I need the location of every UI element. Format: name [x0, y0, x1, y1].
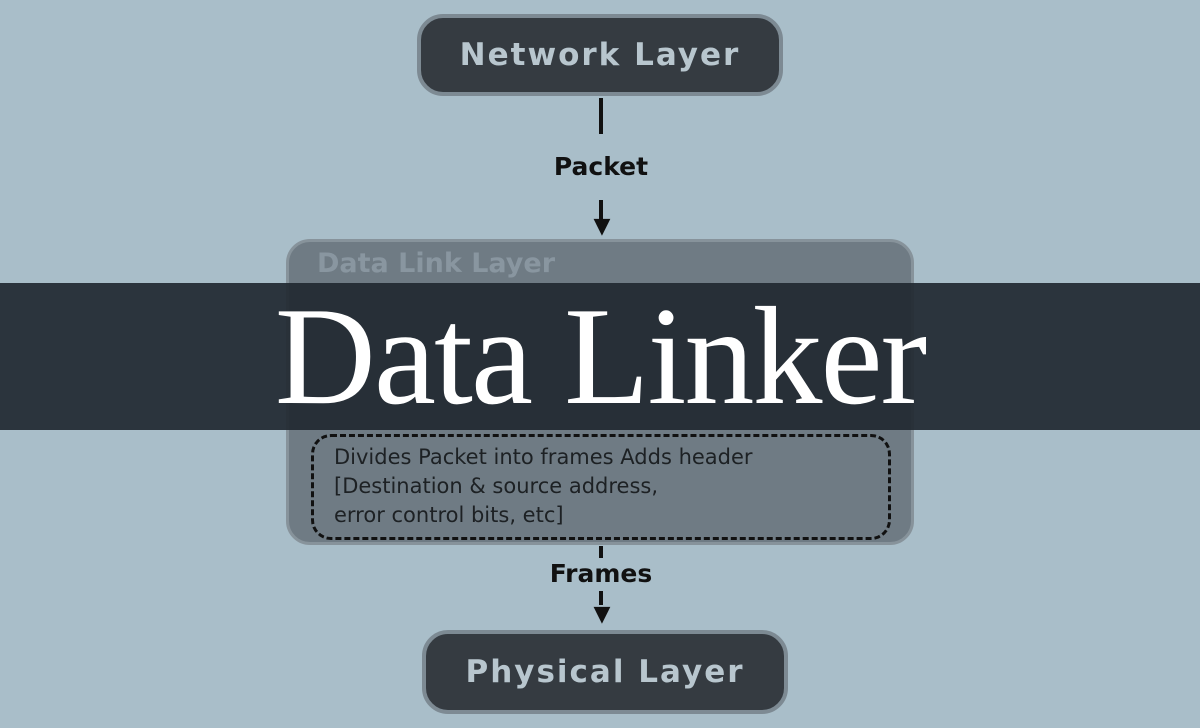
- physical-layer-node: Physical Layer: [422, 630, 788, 714]
- connector-line: [599, 591, 603, 605]
- title-banner: [0, 283, 1200, 430]
- packet-label: Packet: [553, 152, 649, 181]
- arrow-down-icon: ▼: [593, 214, 611, 239]
- banner-title: Data Linker: [0, 283, 1200, 430]
- description-line: error control bits, etc]: [334, 503, 564, 527]
- data-link-layer-title: Data Link Layer: [317, 248, 556, 279]
- description-line: [Destination & source address,: [334, 474, 659, 498]
- connector-line: [599, 98, 603, 134]
- data-link-description: Divides Packet into frames Adds header […: [311, 434, 891, 540]
- banner-title-text: Data Linker: [274, 283, 927, 430]
- connector-line: [599, 200, 603, 220]
- arrow-down-icon: ▼: [593, 602, 611, 627]
- description-line: Divides Packet into frames Adds header: [334, 445, 753, 469]
- frames-label: Frames: [549, 559, 653, 588]
- network-layer-node: Network Layer: [417, 14, 783, 96]
- connector-line: [599, 546, 603, 558]
